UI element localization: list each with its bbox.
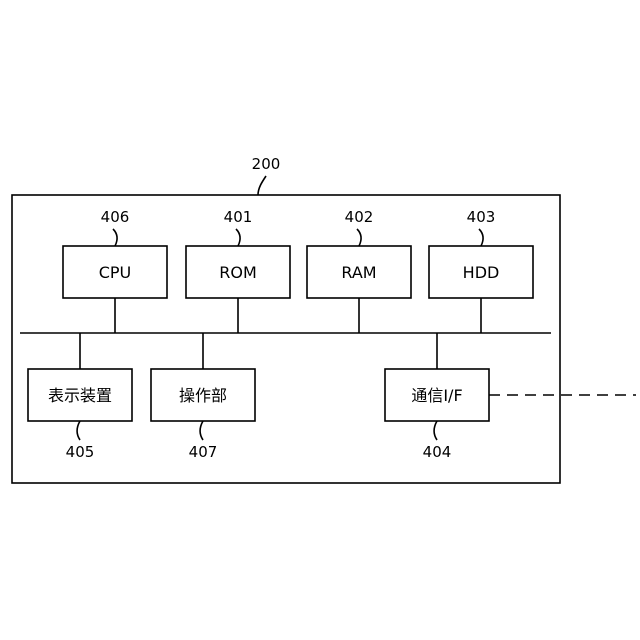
hdd-label: HDD (463, 263, 500, 282)
display-label: 表示装置 (48, 386, 112, 405)
hdd-ref-label: 403 (467, 208, 496, 226)
cpu-leader (113, 229, 117, 246)
cpu-label: CPU (99, 263, 132, 282)
system-enclosure (12, 195, 560, 483)
system-leader (258, 176, 266, 195)
operation-leader (200, 421, 203, 440)
comm-label: 通信I/F (411, 386, 462, 405)
ram-ref-label: 402 (345, 208, 374, 226)
rom-leader (236, 229, 240, 246)
operation-label: 操作部 (179, 386, 227, 405)
operation-ref-label: 407 (189, 443, 218, 461)
rom-label: ROM (219, 263, 257, 282)
system-ref-label: 200 (252, 155, 281, 173)
rom-ref-label: 401 (224, 208, 253, 226)
comm-leader (434, 421, 437, 440)
ram-label: RAM (341, 263, 376, 282)
hdd-leader (479, 229, 483, 246)
display-leader (77, 421, 80, 440)
display-ref-label: 405 (66, 443, 95, 461)
comm-ref-label: 404 (423, 443, 452, 461)
ram-leader (357, 229, 361, 246)
cpu-ref-label: 406 (101, 208, 130, 226)
